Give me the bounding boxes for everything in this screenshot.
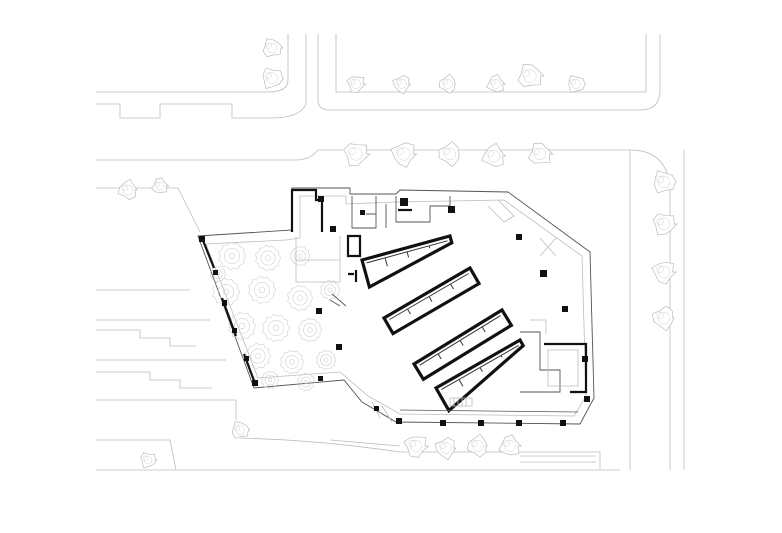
column (582, 356, 588, 362)
south-curb (96, 437, 620, 471)
core-bar (433, 337, 526, 414)
tree-icon (390, 142, 418, 168)
core-bar (411, 307, 514, 382)
tree-icon (654, 170, 678, 194)
core-bar (381, 265, 482, 336)
tree-icon (466, 433, 488, 458)
tree-icon (343, 143, 371, 166)
tree-icon (140, 452, 158, 469)
circulation-cores (360, 234, 526, 414)
planter-icon (262, 313, 291, 343)
building-envelope (197, 187, 595, 425)
east-street-curb (629, 150, 685, 470)
courtyard-planters (209, 241, 341, 392)
street-trees (117, 38, 678, 469)
column (440, 420, 446, 426)
planter-icon (320, 279, 341, 301)
north-block-outline (96, 34, 307, 119)
north-east-block-outline (317, 34, 661, 111)
tree-icon (403, 436, 430, 458)
tree-icon (117, 178, 138, 201)
tree-icon (527, 142, 554, 164)
tree-icon (652, 305, 675, 332)
planter-icon (228, 311, 257, 341)
tree-icon (486, 74, 507, 93)
south-entrance (371, 397, 473, 423)
planter-icon (212, 277, 241, 307)
south-facade (396, 356, 590, 426)
tree-icon (434, 437, 457, 461)
planter-icon (209, 265, 227, 283)
planter-icon (218, 241, 247, 271)
tree-icon (568, 75, 586, 94)
planter-icon (298, 317, 323, 343)
north-east-rooms (395, 196, 568, 312)
tree-icon (262, 38, 284, 58)
tree-icon (652, 213, 678, 236)
core-bar (360, 234, 454, 290)
planter-icon (287, 284, 314, 312)
column (560, 420, 566, 426)
tree-icon (346, 76, 367, 93)
south-pavers (329, 439, 596, 463)
column (516, 420, 522, 426)
tree-icon (481, 142, 507, 168)
west-facade (199, 236, 258, 387)
column (396, 418, 402, 424)
tree-icon (151, 177, 170, 193)
west-stepped-lines (96, 329, 212, 389)
west-property-line (96, 187, 237, 471)
site-context (96, 34, 685, 471)
planter-icon (280, 349, 305, 375)
planter-icon (255, 244, 282, 272)
planter-icon (248, 275, 277, 305)
tree-icon (438, 141, 460, 168)
entry-block (316, 234, 362, 381)
tree-icon (231, 420, 251, 439)
tree-icon (262, 67, 285, 89)
column (584, 396, 590, 402)
planter-icon (290, 245, 311, 267)
planter-icon (316, 349, 337, 371)
building-envelope-inner (205, 195, 587, 417)
north-west-room (290, 188, 387, 283)
tree-icon (517, 63, 545, 88)
east-core (520, 319, 588, 394)
tree-icon (392, 75, 412, 95)
column (478, 420, 484, 426)
building (197, 187, 595, 426)
planter-icon (261, 370, 280, 390)
tree-icon (498, 434, 523, 456)
tree-icon (651, 261, 678, 285)
planter-icon (297, 372, 316, 392)
tree-icon (438, 73, 456, 94)
